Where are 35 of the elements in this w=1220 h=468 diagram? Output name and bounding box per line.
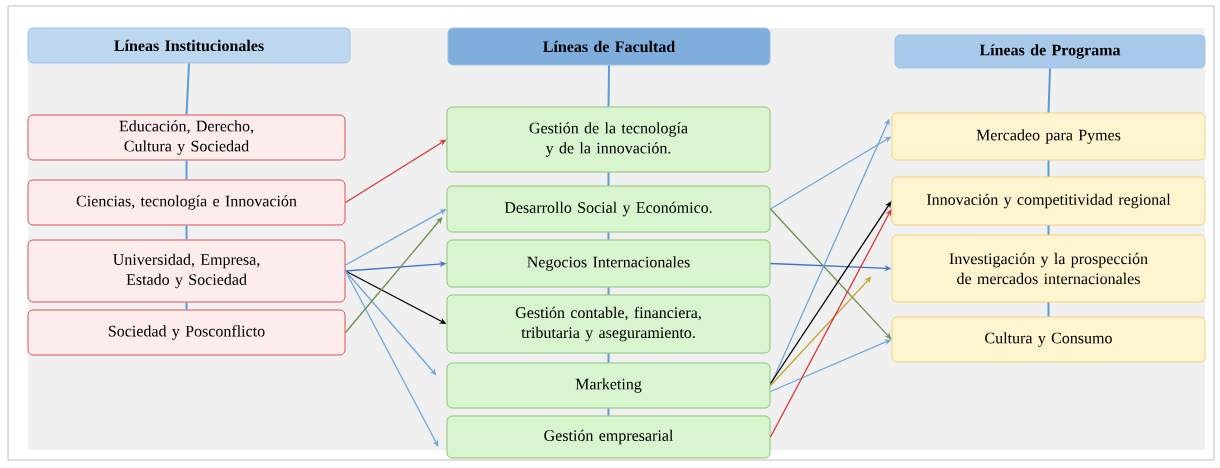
header-box: Líneas de Programa [894,34,1206,69]
connector-line [185,159,188,181]
connector-line [1047,301,1050,318]
text-box: Gestión contable, financiera, tributaria y aseguramiento. [446,294,771,354]
connector-line [607,352,610,364]
connector-line [1047,67,1051,114]
text-box: Marketing [446,362,771,409]
connector-line [607,407,610,417]
text-box: Negocios Internacionales [446,239,771,288]
text-box: Mercadeo para Pymes [891,112,1206,161]
arrow [344,217,443,334]
text-box: Innovación y competitividad regional [891,176,1206,226]
text-box: Desarrollo Social y Económico. [446,185,771,233]
connector-line [607,286,610,296]
header-box: Líneas Institucionales [27,27,351,64]
arrow [344,270,439,447]
arrow [769,201,892,385]
connector-line [185,224,188,241]
arrow [769,209,892,438]
connector-line [607,171,610,187]
connector-line [185,62,190,116]
text-box: Sociedad y Posconflicto [27,309,346,356]
text-box: Cultura y Consumo [891,316,1206,363]
text-box: Universidad, Empresa, Estado y Sociedad [27,239,346,303]
header-box: Líneas de Facultad [447,27,771,66]
connector-line [185,301,188,311]
text-box: Gestión de la tecnología y de la innovación. [446,106,771,173]
text-box: Investigación y la prospección de mercados internacionales [891,234,1206,303]
text-box: Gestión empresarial [446,415,771,459]
connector-line [1047,224,1050,236]
connector-line [607,231,610,241]
connector-line [1047,159,1050,178]
connector-line [607,64,610,108]
text-box: Educación, Derecho, Cultura y Sociedad [27,114,346,161]
text-box: Ciencias, tecnología e Innovación [27,179,346,226]
